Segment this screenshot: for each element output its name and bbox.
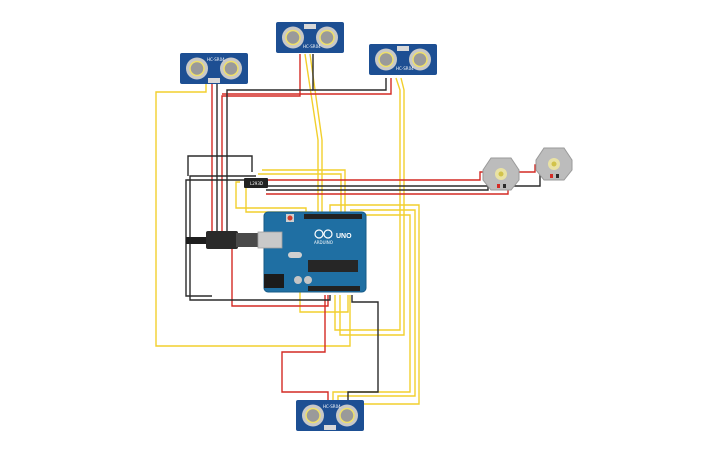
wire xyxy=(221,54,301,232)
wire xyxy=(258,173,342,214)
board-model: UNO xyxy=(336,233,352,240)
wire xyxy=(312,54,387,91)
analog-header xyxy=(308,286,360,291)
board-brand: ARDUINO xyxy=(314,240,333,245)
wire xyxy=(347,295,379,400)
wire xyxy=(187,155,253,176)
wire xyxy=(337,209,416,400)
wire xyxy=(262,169,346,214)
digital-header xyxy=(304,214,362,219)
wire xyxy=(332,214,411,400)
usb-cable xyxy=(186,231,260,249)
wire xyxy=(222,78,392,95)
wire xyxy=(266,171,496,181)
wire xyxy=(235,181,307,214)
dc-motor-1 xyxy=(482,157,520,191)
motor-driver-chip: L293D xyxy=(244,178,268,188)
sensor-label: HC-SR04 xyxy=(207,57,225,62)
wire xyxy=(266,179,496,191)
usb-port xyxy=(257,231,283,249)
wire xyxy=(339,77,405,336)
ultrasonic-sensor-bottom: HC-SR04 xyxy=(296,400,364,431)
wire xyxy=(189,175,331,301)
reset-button xyxy=(287,215,293,221)
dc-motor-2 xyxy=(535,147,573,181)
sensor-label: HC-SR04 xyxy=(303,44,321,49)
wires-red xyxy=(211,54,552,400)
wires-black xyxy=(185,54,552,400)
atmega-chip xyxy=(308,260,358,272)
arduino-uno-board: UNO ARDUINO xyxy=(257,211,367,293)
wire xyxy=(281,295,329,400)
wire xyxy=(334,77,401,331)
wire xyxy=(155,84,351,347)
wire xyxy=(226,89,313,232)
ultrasonic-sensor-top-right: HC-SR04 xyxy=(369,44,437,75)
arduino-logo xyxy=(314,229,333,239)
sensor-label: HC-SR04 xyxy=(396,66,414,71)
sensor-label: HC-SR04 xyxy=(323,404,341,409)
ultrasonic-sensor-top-center: HC-SR04 xyxy=(276,22,344,53)
driver-label: L293D xyxy=(250,181,263,186)
ultrasonic-sensor-top-left: HC-SR04 xyxy=(180,53,248,84)
power-jack xyxy=(264,274,284,288)
